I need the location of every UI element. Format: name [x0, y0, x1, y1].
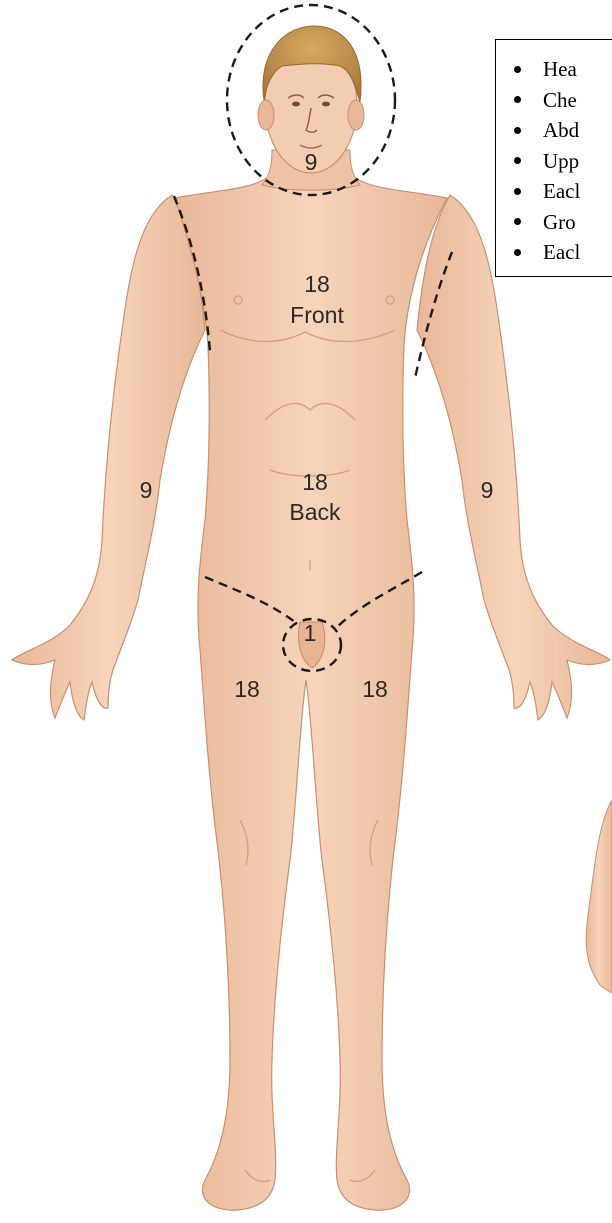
legend-item-text: Eacl	[543, 176, 580, 207]
label-abdomen-back-value: 18	[302, 469, 328, 495]
legend-item: Che	[514, 85, 612, 116]
label-chest-front-value: 18	[304, 271, 330, 297]
bullet-icon	[514, 66, 521, 73]
label-leg-left: 18	[234, 676, 260, 702]
legend-item-text: Upp	[543, 146, 579, 177]
bullet-icon	[514, 188, 521, 195]
bullet-icon	[514, 157, 521, 164]
arm-left-shape	[12, 195, 205, 720]
ear-left-shape	[258, 100, 274, 130]
label-leg-right: 18	[362, 676, 388, 702]
label-groin: 1	[304, 620, 317, 646]
bullet-icon	[514, 218, 521, 225]
label-head: 9	[305, 149, 318, 175]
legend-list: Hea Che Abd Upp Eacl Gro Eacl	[496, 40, 612, 268]
torso-legs-shape	[175, 175, 447, 1210]
label-arm-right: 9	[481, 477, 494, 503]
legend-item: Abd	[514, 115, 612, 146]
legend-item: Upp	[514, 146, 612, 177]
bullet-icon	[514, 127, 521, 134]
legend-item-text: Gro	[543, 207, 576, 238]
legend-item-text: Eacl	[543, 237, 580, 268]
label-arm-left: 9	[140, 477, 153, 503]
legend-item-text: Che	[543, 85, 577, 116]
label-abdomen-back-text: Back	[289, 499, 341, 525]
legend-item-text: Hea	[543, 54, 577, 85]
legend-box: Hea Che Abd Upp Eacl Gro Eacl	[495, 39, 612, 277]
label-chest-front-text: Front	[290, 302, 344, 328]
legend-item: Eacl	[514, 237, 612, 268]
legend-item: Gro	[514, 207, 612, 238]
bullet-icon	[514, 96, 521, 103]
legend-item: Hea	[514, 54, 612, 85]
ear-right-shape	[348, 100, 364, 130]
legend-item-text: Abd	[543, 115, 579, 146]
bullet-icon	[514, 249, 521, 256]
second-figure-edge	[586, 800, 612, 993]
legend-item: Eacl	[514, 176, 612, 207]
